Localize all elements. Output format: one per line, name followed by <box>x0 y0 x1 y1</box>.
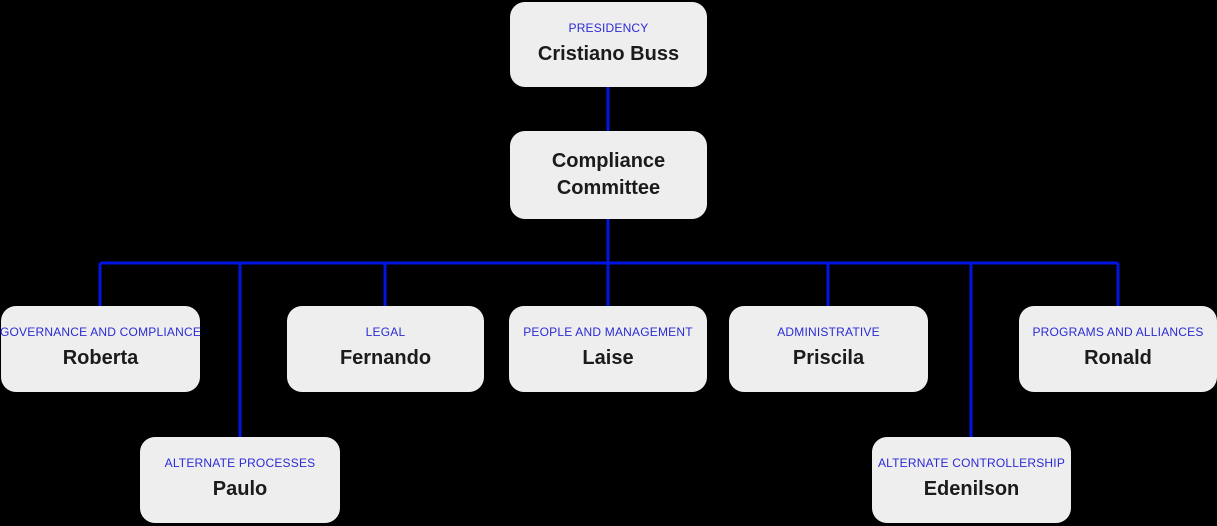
org-node-compliance-committee: Compliance Committee <box>510 131 707 219</box>
department-label: ALTERNATE PROCESSES <box>164 456 316 470</box>
org-node-legal: LEGAL Fernando <box>287 306 484 392</box>
org-node-administrative: ADMINISTRATIVE Priscila <box>729 306 928 392</box>
org-node-programs-and-alliances: PROGRAMS AND ALLIANCES Ronald <box>1019 306 1217 392</box>
department-label: PROGRAMS AND ALLIANCES <box>1032 325 1204 339</box>
department-label: GOVERNANCE AND COMPLIANCE <box>0 325 202 339</box>
org-node-people-and-management: PEOPLE AND MANAGEMENT Laise <box>509 306 707 392</box>
person-name: Fernando <box>339 347 432 369</box>
person-name: Cristiano Buss <box>537 42 680 65</box>
committee-name: Compliance Committee <box>551 150 666 199</box>
person-name: Paulo <box>212 478 268 500</box>
department-label: ADMINISTRATIVE <box>777 325 880 339</box>
department-label: PEOPLE AND MANAGEMENT <box>523 325 693 339</box>
department-label: PRESIDENCY <box>568 20 649 35</box>
org-node-alternate-controllership: ALTERNATE CONTROLLERSHIP Edenilson <box>872 437 1071 523</box>
department-label: ALTERNATE CONTROLLERSHIP <box>877 456 1066 470</box>
org-node-alternate-processes: ALTERNATE PROCESSES Paulo <box>140 437 340 523</box>
person-name: Priscila <box>792 347 865 369</box>
org-node-governance-and-compliance: GOVERNANCE AND COMPLIANCE Roberta <box>0 306 202 392</box>
person-name: Edenilson <box>923 478 1020 500</box>
org-node-presidency: PRESIDENCY Cristiano Buss <box>510 2 707 87</box>
department-label: LEGAL <box>365 325 406 339</box>
person-name: Laise <box>582 347 634 369</box>
person-name: Roberta <box>62 347 139 369</box>
person-name: Ronald <box>1084 347 1152 369</box>
